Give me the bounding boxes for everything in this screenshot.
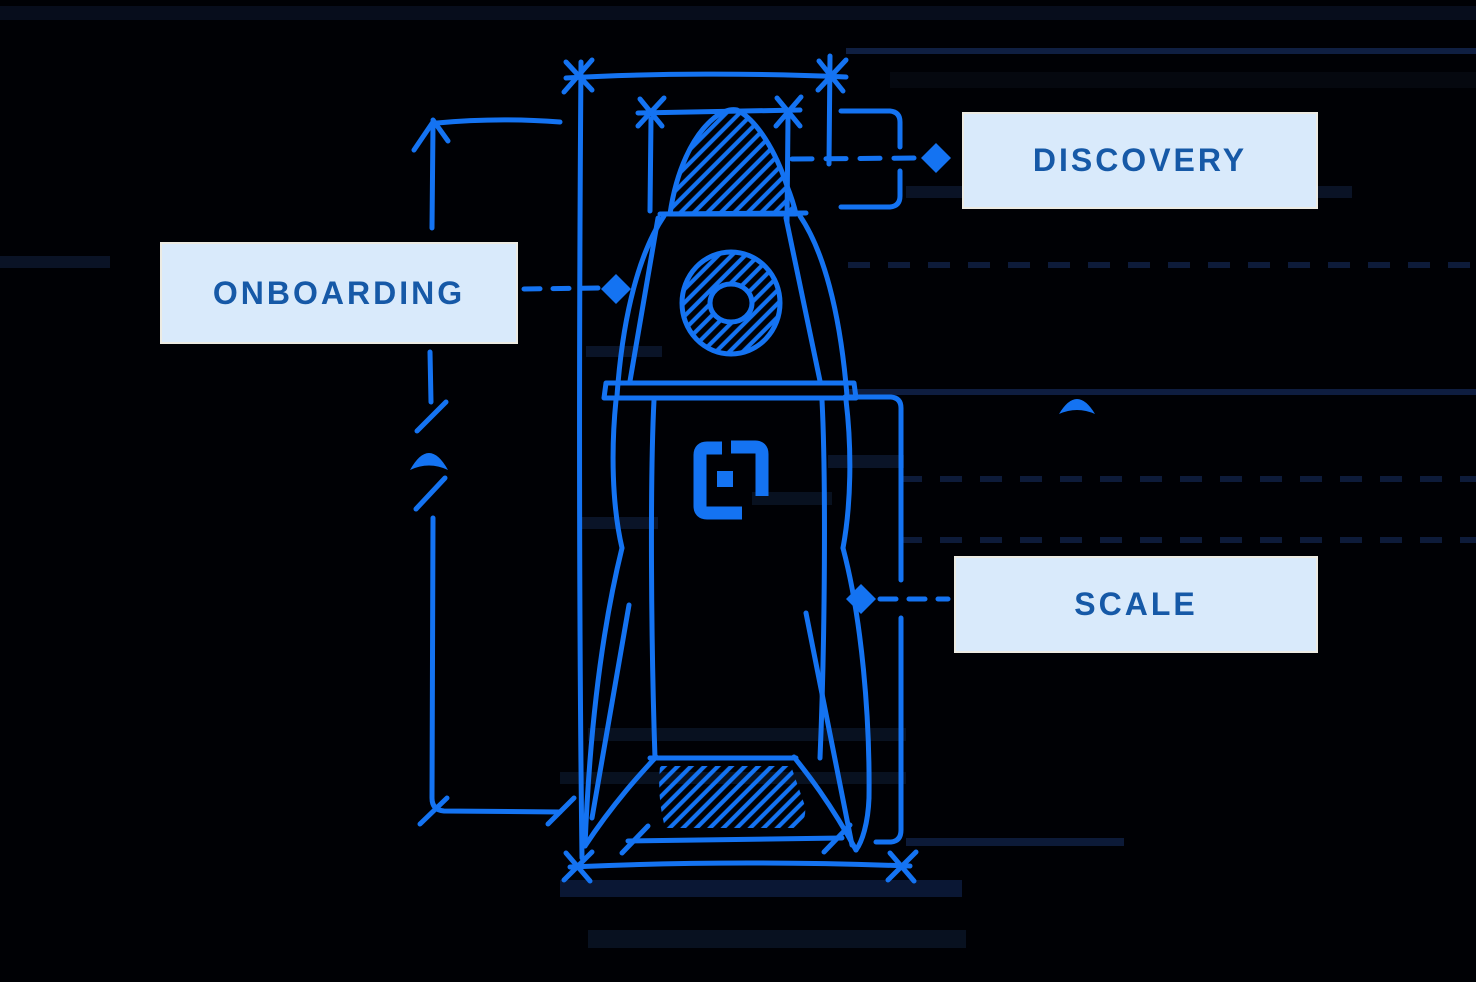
porthole-window-icon	[682, 252, 780, 354]
sketch-tick	[619, 823, 651, 856]
break-triangle-icon	[410, 453, 448, 470]
sketch-x-tick	[885, 849, 919, 884]
bottom-dimension-line	[567, 860, 913, 870]
sketch-tick	[417, 795, 450, 827]
onboarding-leader-dashes	[521, 285, 601, 292]
top-dimension-line	[563, 71, 849, 81]
discovery-bracket	[838, 108, 903, 210]
sketch-x-tick	[773, 94, 804, 129]
left-fin-strut	[589, 602, 632, 821]
finspan-dimension-line	[625, 835, 845, 844]
waist-band	[601, 380, 859, 401]
triangle-marker-icon	[1059, 399, 1095, 414]
upper-compartment-left	[627, 215, 661, 384]
right-fin-strut	[803, 610, 855, 848]
extension-line-left	[577, 59, 585, 861]
body-left-edge	[648, 397, 658, 761]
dimension-lines	[410, 53, 1095, 884]
label-onboarding-text: ONBOARDING	[212, 274, 466, 311]
sketch-x-tick	[815, 57, 849, 94]
onboarding-diamond-icon	[601, 274, 631, 304]
sketch-x-tick	[561, 849, 595, 884]
rocket-illustration	[582, 107, 872, 853]
upper-hull-right	[797, 213, 850, 399]
discovery-leader-dashes	[789, 155, 921, 162]
engine-exhaust-icon	[659, 766, 806, 828]
left-fin-return	[582, 754, 659, 849]
left-fin-leading	[610, 397, 625, 551]
sketch-x-tick	[561, 57, 595, 95]
label-scale: SCALE	[954, 556, 1318, 653]
porthole-inner-ring	[707, 281, 755, 325]
upper-compartment-right	[783, 215, 823, 384]
nose-dimension-line	[635, 107, 803, 116]
hull-logo-icon	[693, 440, 769, 520]
porthole-outer-ring	[679, 249, 783, 357]
body-right-edge	[817, 397, 827, 761]
nose-extension-right	[784, 115, 791, 225]
nose-cone-baseline	[657, 210, 809, 217]
left-fin-outer	[582, 545, 625, 849]
sketch-tick	[414, 399, 449, 434]
sketch-tick	[821, 822, 853, 855]
label-discovery-text: DISCOVERY	[1032, 142, 1248, 178]
label-discovery: DISCOVERY	[962, 112, 1318, 209]
nose-extension-left	[647, 116, 654, 214]
label-scale-text: SCALE	[1074, 586, 1198, 622]
sketch-x-tick	[635, 95, 667, 129]
discovery-diamond-icon	[921, 143, 951, 173]
label-onboarding: ONBOARDING	[160, 242, 518, 344]
sketch-tick	[545, 795, 577, 827]
right-fin-leading	[840, 397, 853, 551]
scale-bracket	[842, 394, 904, 845]
sketch-tick	[413, 475, 448, 512]
left-height-bracket	[410, 117, 577, 827]
scale-diamond-icon	[846, 584, 876, 614]
